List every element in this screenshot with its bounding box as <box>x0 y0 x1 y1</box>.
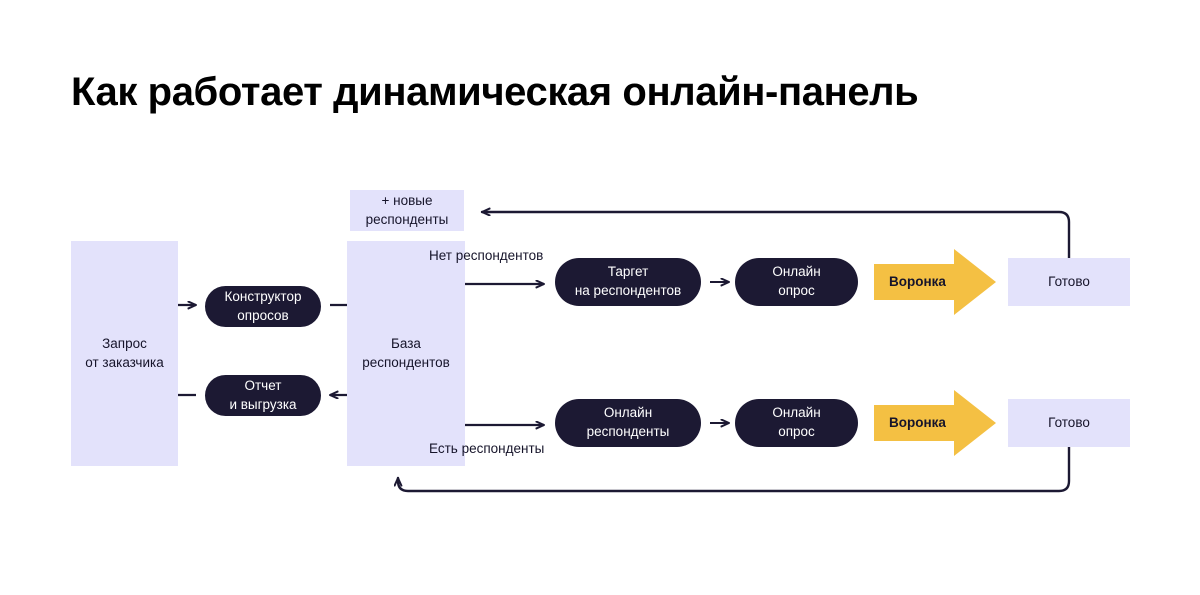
node-online-respondents[interactable]: Онлайн респонденты <box>555 399 701 447</box>
node-target-line1: Таргет <box>607 264 649 280</box>
node-respondent-base[interactable]: База респондентов <box>347 241 465 466</box>
feedback-loop-bottom <box>398 445 1071 493</box>
node-client-request[interactable]: Запрос от заказчика <box>71 241 178 466</box>
node-new-respondents-text: + новые респонденты <box>366 192 449 229</box>
node-online-survey-bottom-text: Онлайн опрос <box>772 404 820 441</box>
edge-label-no-respondents: Нет респондентов <box>429 248 544 263</box>
node-report-export[interactable]: Отчет и выгрузка <box>205 375 321 416</box>
node-done-top[interactable]: Готово <box>1008 258 1130 306</box>
node-client-request-line2: от заказчика <box>85 354 164 370</box>
node-client-request-text: Запрос от заказчика <box>85 335 163 372</box>
node-respondent-base-line2: респондентов <box>362 354 450 370</box>
node-respondent-base-line1: База <box>391 335 421 351</box>
node-target-respondents-text: Таргет на респондентов <box>575 263 681 300</box>
node-online-survey-top-line1: Онлайн <box>772 264 821 280</box>
node-survey-builder-line1: Конструктор <box>224 288 302 304</box>
node-new-respondents[interactable]: + новые респонденты <box>350 190 464 231</box>
node-online-respondents-text: Онлайн респонденты <box>587 404 670 441</box>
node-new-respondents-line1: + новые <box>381 192 433 208</box>
node-report-export-text: Отчет и выгрузка <box>229 377 296 414</box>
funnel-arrow-top <box>874 249 996 315</box>
node-online-survey-top[interactable]: Онлайн опрос <box>735 258 858 306</box>
node-target-line2: на респондентов <box>574 283 682 298</box>
node-client-request-line1: Запрос <box>102 335 147 351</box>
node-online-respondents-line1: Онлайн <box>603 405 653 421</box>
node-new-respondents-line2: респонденты <box>365 211 449 227</box>
edge-label-has-respondents: Есть респонденты <box>429 441 545 456</box>
node-online-survey-bottom-line1: Онлайн <box>772 405 821 421</box>
node-online-survey-top-text: Онлайн опрос <box>772 263 820 300</box>
node-report-line1: Отчет <box>244 377 282 393</box>
page-title: Как работает динамическая онлайн-панель <box>71 70 919 114</box>
node-done-bottom[interactable]: Готово <box>1008 399 1130 447</box>
node-survey-builder-line2: опросов <box>237 307 289 323</box>
feedback-loop-top <box>480 212 1071 260</box>
funnel-arrow-bottom <box>874 390 996 456</box>
node-done-bottom-label: Готово <box>1048 414 1090 430</box>
node-report-line2: и выгрузка <box>229 396 297 412</box>
node-online-respondents-line2: респонденты <box>586 424 670 439</box>
node-survey-builder-text: Конструктор опросов <box>225 288 302 325</box>
node-done-top-label: Готово <box>1048 273 1090 289</box>
node-target-respondents[interactable]: Таргет на респондентов <box>555 258 701 306</box>
node-online-survey-bottom-line2: опрос <box>778 424 815 439</box>
node-survey-builder[interactable]: Конструктор опросов <box>205 286 321 327</box>
node-online-survey-bottom[interactable]: Онлайн опрос <box>735 399 858 447</box>
node-respondent-base-text: База респондентов <box>362 335 450 372</box>
node-online-survey-top-line2: опрос <box>778 283 815 298</box>
